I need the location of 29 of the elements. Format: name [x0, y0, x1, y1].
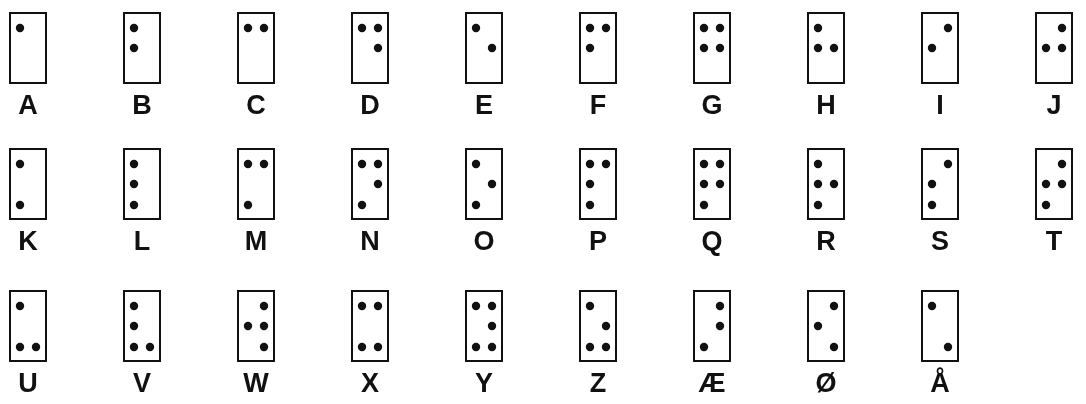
letter-label: E — [475, 90, 493, 120]
letter-label: Q — [701, 226, 723, 256]
letter-label: I — [936, 90, 944, 120]
letter-label: F — [589, 90, 607, 120]
letter-label: Å — [930, 368, 950, 398]
letter-label: L — [133, 226, 151, 256]
letter-label: A — [18, 90, 38, 120]
letter-label: S — [931, 226, 949, 256]
letter-label: G — [701, 90, 723, 120]
letter-label: U — [18, 368, 38, 398]
letter-label: P — [589, 226, 607, 256]
letter-label: Y — [475, 368, 493, 398]
letter-label: O — [473, 226, 495, 256]
letter-label: D — [360, 90, 380, 120]
letter-label: V — [133, 368, 151, 398]
letter-label: M — [244, 226, 268, 256]
letter-label: C — [246, 90, 266, 120]
letter-label: N — [360, 226, 380, 256]
letter-label: Æ — [698, 368, 726, 398]
letter-label: B — [132, 90, 152, 120]
letter-label: J — [1046, 90, 1062, 120]
letter-label: Z — [589, 368, 607, 398]
letter-label: Ø — [815, 368, 837, 398]
letter-label: R — [816, 226, 836, 256]
letter-label: H — [816, 90, 836, 120]
letter-label: X — [361, 368, 379, 398]
letter-label: W — [243, 368, 269, 398]
letter-label: K — [18, 226, 38, 256]
letter-label: T — [1045, 226, 1063, 256]
